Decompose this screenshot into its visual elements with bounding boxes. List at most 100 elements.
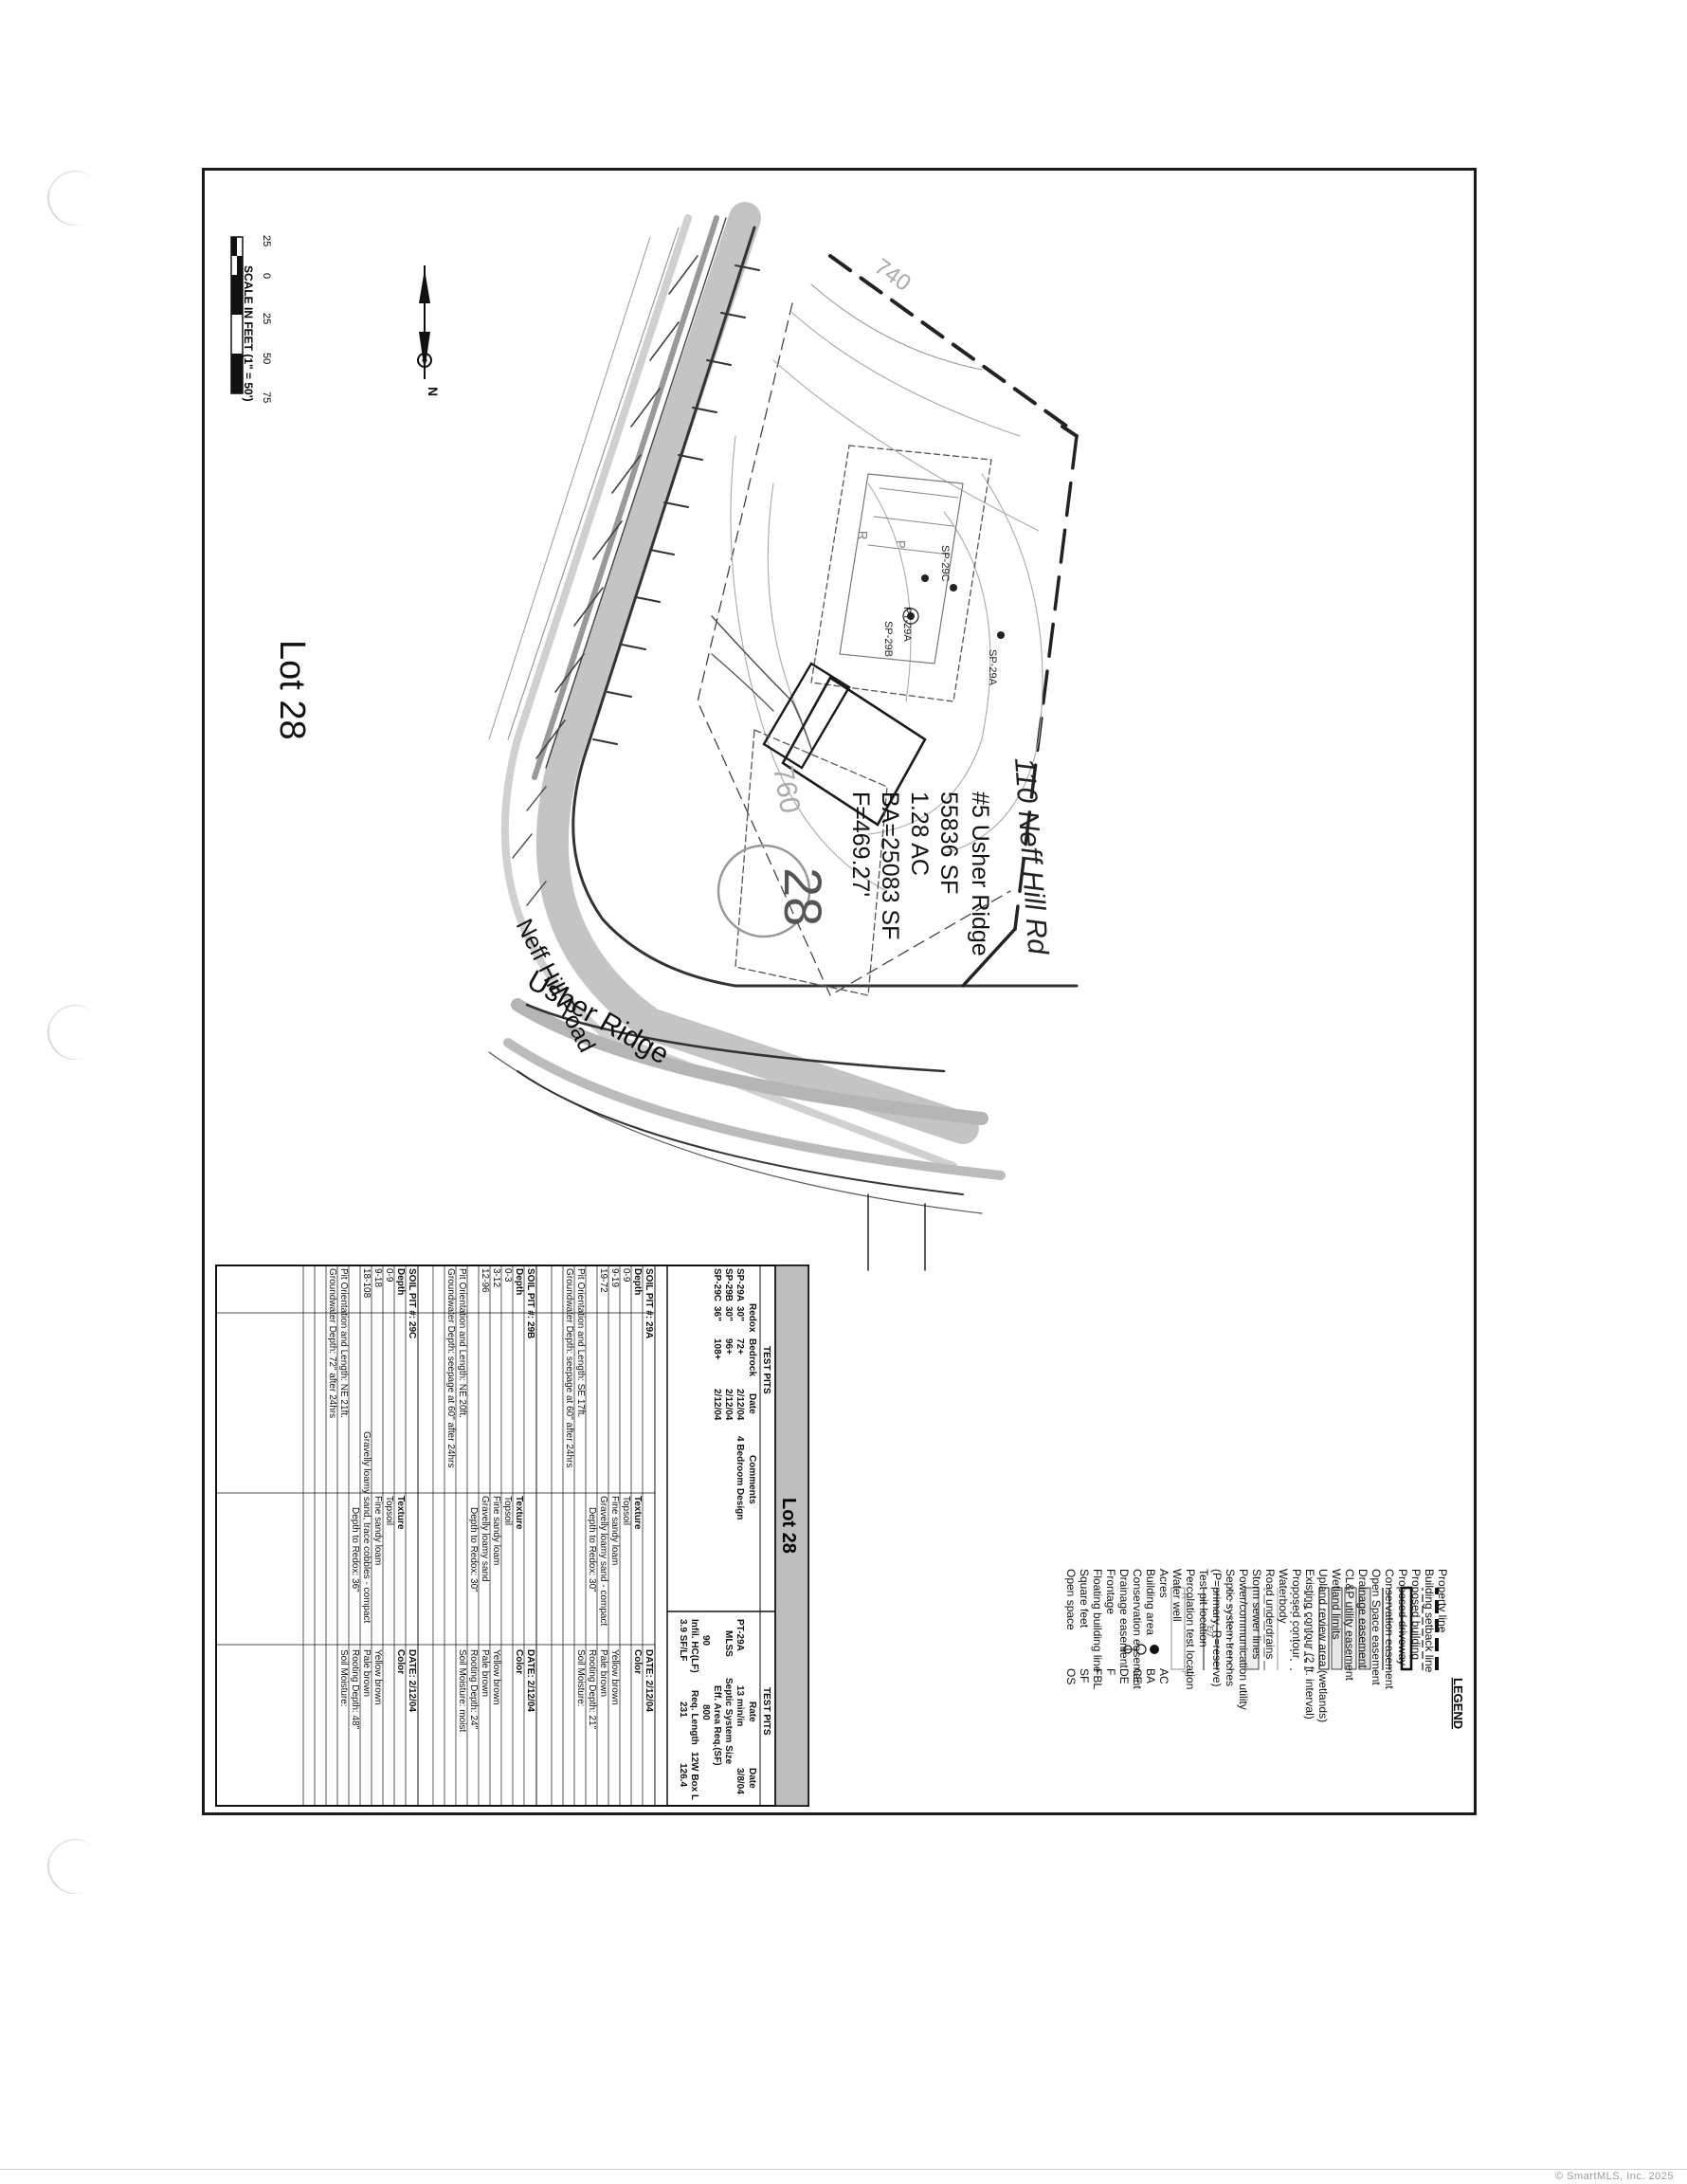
pt-req-length-value: 231 [678,1702,688,1718]
sp29b-header-depth: Depth [514,1268,524,1295]
tp-row-0-bedrock: 72+ [735,1338,745,1355]
pit-label-pt-29a: PT-29A [901,607,913,642]
tp-row-0-comments: 4 Bedroom Design [735,1436,745,1520]
pt-row-rate: 13 min/in [735,1685,745,1726]
tp-row-2-date: 2/12/04 [712,1389,722,1421]
sp29c-groundwater: Groundwater Depth: 72" after 24hrs [327,1268,337,1418]
legend-item-21: Acres [1157,1569,1170,1598]
pt-row-id: PT-29A [735,1619,745,1651]
legend-item-12: Waterbody [1277,1569,1290,1624]
scale-bar: 25 0 25 50 75 SCALE IN FEET (1" = 50') [230,235,272,403]
sp29a-r2-texture: Gravelly loamy sand - compact [598,1496,608,1626]
legend-utility-code: E/T [1206,1626,1214,1639]
pt-eff-area-header: Eff. Area Req.(SF) [712,1685,722,1766]
legend-item-14: Storm sewer lines [1250,1569,1263,1659]
legend-item-labels: Property line Building setback line Prop… [1064,1569,1449,1722]
north-arrow-icon: N [417,265,441,396]
sp29c-moisture: Soil Moisture: [338,1649,349,1707]
sp29a-orientation: Pit Orientation and Length: SE 17ft. [575,1268,586,1417]
tp-header-date: Date [747,1393,757,1414]
sp29a-redox: Depth to Redox: 30" [587,1507,597,1592]
tp-row-2-bedrock: 108+ [712,1338,722,1360]
footer-rule [0,2169,1687,2170]
trench-label-primary: P [894,540,908,549]
sp29c-redox: Depth to Redox: 36" [350,1507,360,1592]
pt-septic-size-header: Septic System Size [723,1678,734,1765]
legend-item-26: Floating building line [1091,1569,1104,1673]
legend-item-17: (P=primary, R=reserve) [1210,1569,1224,1686]
tp-row-0-date: 2/12/04 [735,1389,745,1421]
trench-label-reserve: R [856,531,870,539]
contour-label-760: 760 [767,763,806,815]
sp29c-header-texture: Texture [395,1496,406,1530]
legend-abbrev-26: FBL [1091,1668,1104,1689]
sp29c-r1-color: Yellow brown [372,1649,383,1705]
sp29a-groundwater: Groundwater Depth: seepage at 60" after … [564,1268,574,1467]
pt-header-date: Date [747,1768,757,1789]
legend-item-24: Drainage easement [1117,1569,1131,1668]
drawing-sheet: 740 760 28 SP-29C PT-29A SP-29B SP-29A R… [202,168,1477,1815]
legend-item-8: Wetland limits [1330,1569,1343,1639]
sp29b-r1-color: Yellow brown [491,1649,501,1705]
copyright-text: © SmartMLS, Inc. 2025 [1555,2171,1674,2182]
sp29b-header-color: Color [514,1649,524,1674]
pt-req-length-header: Req. Length [689,1690,699,1745]
legend-abbrev-28: OS [1064,1668,1078,1684]
legend-item-10: Existing contour (2 ft. interval) [1303,1569,1316,1720]
legend-item-7: CL&P utility easement [1343,1569,1356,1682]
lot-address: #5 Usher Ridge [967,792,993,956]
tp-header-redox: Redox [747,1303,757,1333]
tp-row-1-bedrock: 96+ [723,1338,734,1355]
pit-label-sp-29c: SP-29C [939,545,951,582]
legend-item-20: Water well [1170,1569,1184,1622]
pt-eff-area-value: 800 [700,1704,711,1720]
sp29c-title: SOIL PIT #: 29C [407,1268,417,1338]
sp29a-r0-depth: 0-9 [621,1268,631,1283]
sp29a-r1-depth: 9-19 [609,1268,620,1287]
pt-box-length-header: 12W Box L [689,1752,699,1800]
sp29b-redox: Depth to Redox: 30" [468,1507,479,1592]
test-pits-rows: SP-29A 30" 72+ 2/12/04 4 Bedroom Design … [712,1268,745,1520]
sp29c-r2-color: Pale brown [361,1649,372,1697]
sp29c-r0-texture: Topsoil [384,1496,394,1525]
sp29a-header-texture: Texture [632,1496,643,1530]
sp29a-r2-depth: 19-72 [598,1268,608,1293]
sp29a-r0-texture: Topsoil [621,1496,631,1525]
legend-item-13: Road underdrains [1263,1569,1277,1659]
tp-row-0-redox: 30" [735,1306,745,1321]
lot-number-circle [717,844,811,938]
legend-abbrev-21: AC [1157,1668,1170,1684]
sp29a-rooting: Rooting Depth: 21" [587,1649,597,1730]
legend-abbrev-27: SF [1078,1668,1091,1683]
sp29b-groundwater: Groundwater Depth: seepage at 60" after … [445,1268,456,1467]
punch-hole-bottom [37,1829,113,1904]
legend-item-27: Square feet [1078,1569,1091,1629]
sp29b-r2-color: Pale brown [480,1649,490,1697]
tp-row-1-redox: 30" [723,1306,734,1321]
legend-item-3: Proposed driveway [1396,1569,1409,1665]
sp29a-moisture: Soil Moisture: [575,1649,586,1707]
sp29a-date: DATE: 2/12/04 [644,1649,654,1712]
sp29b-r2-depth: 12-96 [480,1268,490,1293]
pt-header-rate: Rate [747,1702,757,1722]
legend-item-11: Proposed contour [1290,1569,1303,1659]
lot-28-table: Lot 28 TEST PITS TEST PITS Redox Bedrock… [215,1265,809,1807]
sp29c-rooting: Rooting Depth: 48" [350,1649,360,1730]
legend: LEGEND E/T P R [1064,1569,1465,1729]
legend-abbrev-24: DE [1117,1668,1131,1684]
sp29b-r1-texture: Fine sandy loam [491,1496,501,1565]
proposed-building [781,676,927,827]
tp-row-2-id: SP-29C [712,1268,722,1301]
pit-label-sp-29a: SP-29A [987,649,998,686]
pt-box-length-value: 126.4 [678,1763,688,1787]
pt-mlss-header: MLSS [723,1630,734,1657]
scale-tick-25: 25 [261,313,272,324]
lot-area-ac: 1.28 AC [906,792,933,876]
legend-trench-code-r: R [1179,1592,1189,1599]
sp29c-header-depth: Depth [395,1268,406,1295]
sp29a-header-color: Color [632,1649,643,1674]
pt-row-date: 3/8/04 [735,1768,745,1794]
legend-abbrev-22: BA [1144,1668,1157,1684]
pit-label-sp-29b: SP-29B [882,621,894,657]
sp29b-moisture: Soil Moisture: moist [457,1649,467,1732]
